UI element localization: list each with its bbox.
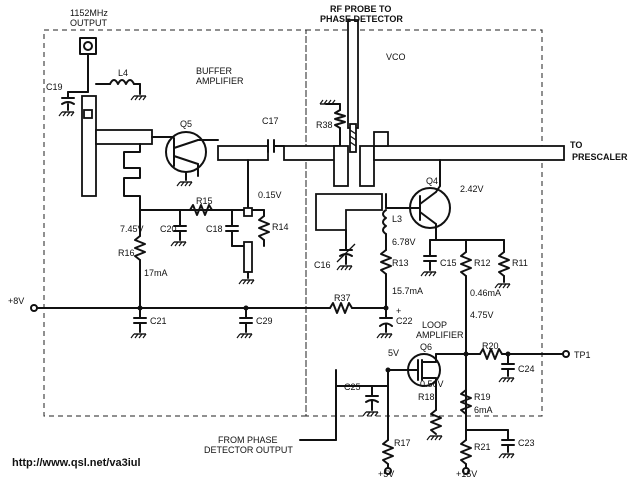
label-l4: L4 [118, 68, 128, 78]
output-microstrip [81, 95, 153, 197]
r38-resistor [319, 99, 346, 147]
label-tp1: TP1 [574, 350, 591, 360]
label-rf-probe-2: PHASE DETECTOR [320, 14, 403, 24]
label-c21: C21 [150, 316, 167, 326]
label-q4: Q4 [426, 176, 438, 186]
l4-inductor [95, 79, 147, 101]
label-v475: 4.75V [470, 310, 494, 320]
q6-loop-amplifier [387, 351, 469, 391]
label-ma157: 15.7mA [392, 286, 423, 296]
label-from-1: FROM PHASE [218, 435, 278, 445]
plus-8v-rail [30, 302, 393, 339]
label-v056: 0.56V [420, 379, 444, 389]
label-buffer-2: AMPLIFIER [196, 76, 244, 86]
label-c24: C24 [518, 364, 535, 374]
label-p15v: +15V [456, 469, 477, 479]
label-r17: R17 [394, 438, 411, 448]
label-c19: C19 [46, 82, 63, 92]
label-c20: C20 [160, 224, 177, 234]
q4-transistor [395, 159, 451, 241]
label-q6: Q6 [420, 342, 432, 352]
label-p5v: +5V [378, 469, 394, 479]
label-c22: C22 [396, 316, 413, 326]
label-r37: R37 [334, 293, 351, 303]
output-connector [79, 37, 97, 93]
label-from-2: DETECTOR OUTPUT [204, 445, 293, 455]
label-r11: R11 [512, 258, 528, 268]
label-c18: C18 [206, 224, 223, 234]
c17-capacitor [217, 139, 285, 161]
c19-capacitor [58, 91, 89, 117]
label-r18: R18 [418, 392, 435, 402]
q5-transistor [151, 131, 219, 187]
label-c17: C17 [262, 116, 279, 126]
label-r16: R16 [118, 248, 135, 258]
label-output: OUTPUT [70, 18, 108, 28]
label-r12: R12 [474, 258, 491, 268]
label-loop-1: LOOP [422, 320, 447, 330]
l3-c16-network [315, 193, 397, 309]
label-c29: C29 [256, 316, 273, 326]
q4-emitter-network [420, 239, 511, 441]
label-r21: R21 [474, 442, 491, 452]
label-prescaler: PRESCALER [572, 152, 628, 162]
label-rf-probe-1: RF PROBE TO [330, 4, 391, 14]
label-p8v: +8V [8, 296, 24, 306]
vco-resonator [283, 131, 565, 187]
q6-gate-network [299, 367, 443, 475]
label-r13: R13 [392, 258, 409, 268]
buffer-amplifier-enclosure [43, 29, 307, 417]
label-ma046: 0.46mA [470, 288, 501, 298]
label-r19: R19 [474, 392, 491, 402]
label-ma17: 17mA [144, 268, 168, 278]
label-v015: 0.15V [258, 190, 282, 200]
label-loop-2: AMPLIFIER [416, 330, 464, 340]
label-l3: L3 [392, 214, 402, 224]
label-c25: C25 [344, 382, 361, 392]
meander-stub [123, 143, 141, 211]
label-vco: VCO [386, 52, 406, 62]
rf-probe [347, 19, 359, 153]
label-to: TO [570, 140, 582, 150]
label-v5: 5V [388, 348, 399, 358]
source-url: http://www.qsl.net/va3iul [12, 457, 141, 469]
label-v242: 2.42V [460, 184, 484, 194]
label-v678: 6.78V [392, 237, 416, 247]
label-buffer-1: BUFFER [196, 66, 233, 76]
label-plus: + [396, 306, 401, 316]
label-c15: C15 [440, 258, 457, 268]
label-r15: R15 [196, 196, 213, 206]
label-out-freq: 1152MHz [70, 8, 108, 18]
label-r38: R38 [316, 120, 333, 130]
buffer-bias-network [134, 159, 270, 309]
label-v745: 7.45V [120, 224, 144, 234]
label-r14: R14 [272, 222, 289, 232]
label-q5: Q5 [180, 119, 192, 129]
r19-r21-network [460, 389, 515, 475]
loop-feedback [465, 348, 570, 383]
label-c16: C16 [314, 260, 331, 270]
label-r20: R20 [482, 341, 499, 351]
label-c23: C23 [518, 438, 535, 448]
vco-enclosure [305, 29, 543, 417]
label-ma6: 6mA [474, 405, 493, 415]
